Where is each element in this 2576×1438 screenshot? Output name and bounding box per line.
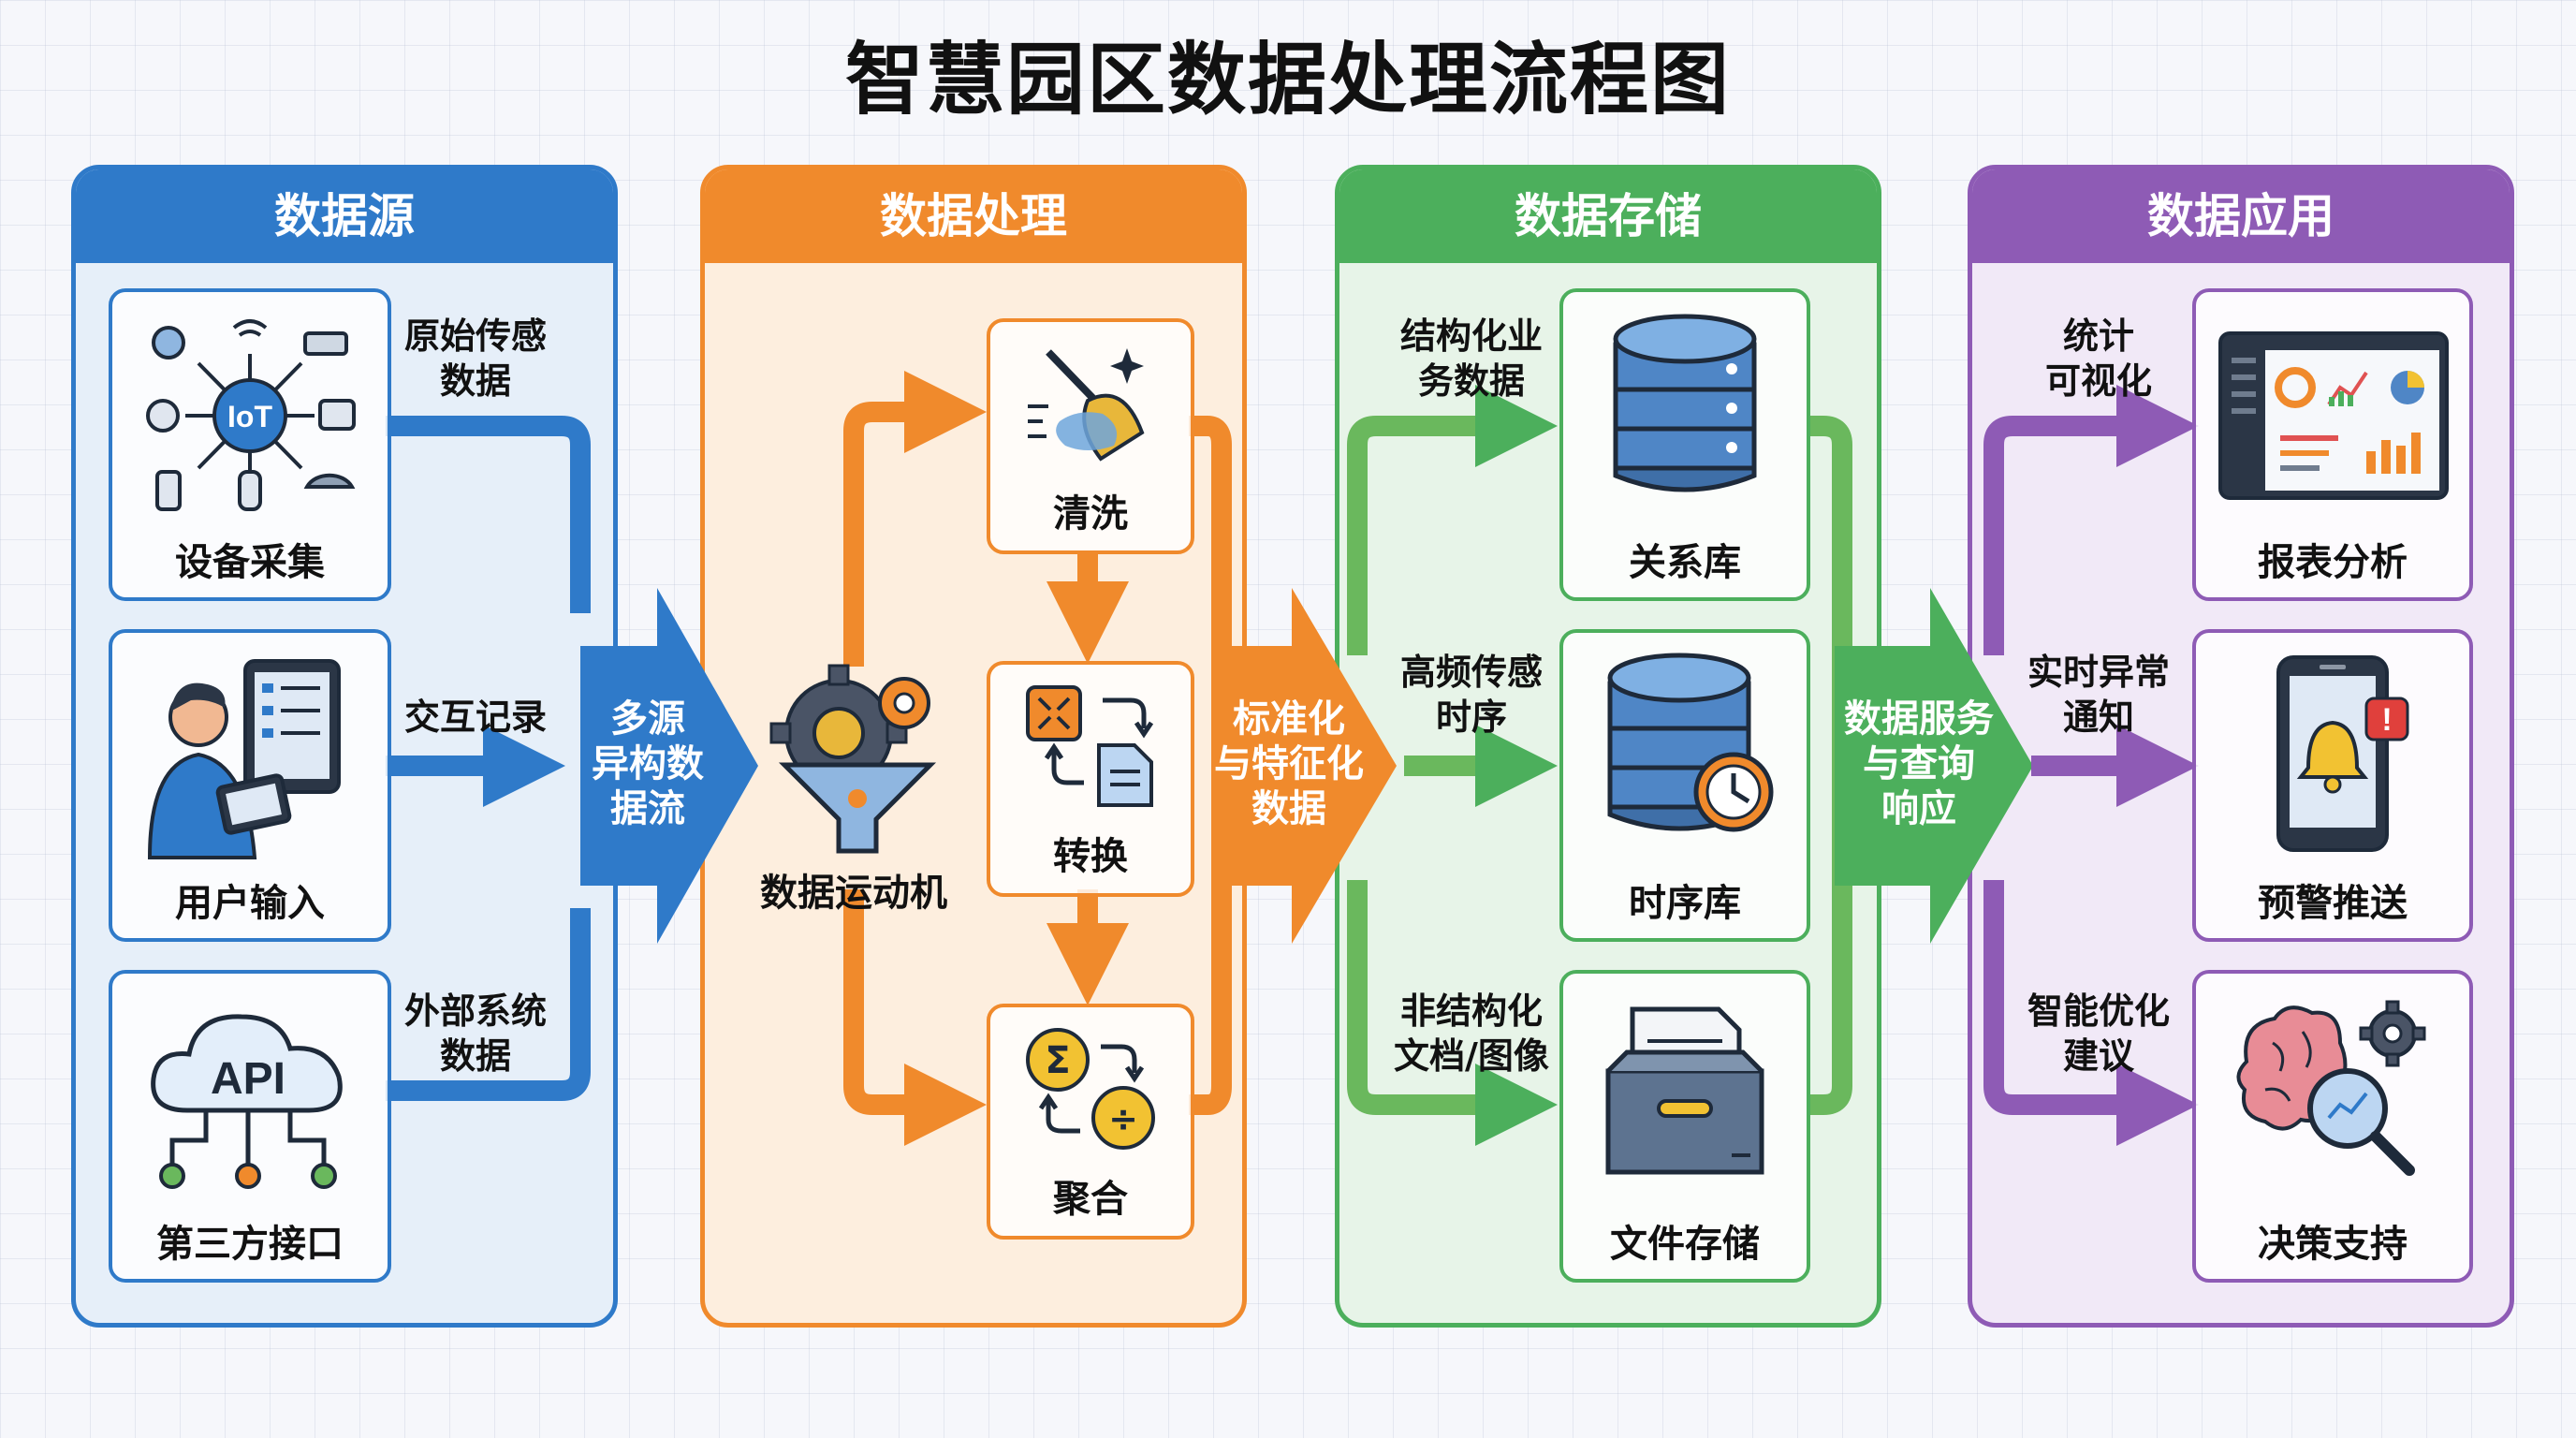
report-analysis-label: 报表分析 [2258, 541, 2408, 584]
svg-text:!: ! [2381, 702, 2392, 738]
source-to-processing-arrow [580, 588, 758, 944]
processing-to-storage-arrow [1212, 588, 1397, 944]
unstructured-docs-label: 非结构化 文档/图像 [1394, 990, 1549, 1077]
user-tablet-icon [147, 659, 341, 859]
broom-sparkle-icon [1028, 348, 1145, 462]
high-frequency-sensor-label: 高频传感 时序 [1399, 652, 1543, 738]
timeseries-db-icon [1607, 653, 1774, 832]
file-cabinet-icon [1605, 1006, 1764, 1175]
device-collection-label: 设备采集 [175, 541, 325, 584]
aggregate-icon: Σ ÷ [1026, 1028, 1155, 1150]
decision-support-card: 决策支持 [2192, 970, 2473, 1283]
device-collection-card: IoT 设备采集 [109, 288, 391, 601]
source-connectors [386, 416, 591, 1101]
aggregate-label: 聚合 [1053, 1178, 1128, 1221]
storage-to-application-arrow [1835, 588, 2033, 944]
user-input-card: 用户输入 [109, 629, 391, 942]
data-engine-icon [769, 664, 937, 854]
alert-push-card: ! 预警推送 [2192, 629, 2473, 942]
api-cloud-icon: API [151, 1014, 343, 1189]
cleaning-label: 清洗 [1053, 492, 1128, 536]
user-input-label: 用户输入 [175, 882, 325, 925]
interaction-record-label: 交互记录 [403, 697, 547, 738]
source-flow-label: 多源 异构数 据流 [592, 697, 704, 830]
realtime-anomaly-label: 实时异常 通知 [2027, 652, 2170, 738]
brain-analytics-icon [2236, 1000, 2426, 1176]
phone-alert-icon: ! [2276, 655, 2409, 852]
data-source-header: 数据源 [76, 169, 613, 263]
statistics-visualization-label: 统计 可视化 [2044, 315, 2152, 402]
report-analysis-card: 报表分析 [2192, 288, 2473, 601]
third-party-api-label: 第三方接口 [156, 1223, 344, 1266]
raw-sensor-data-label: 原始传感 数据 [403, 315, 547, 402]
page-title: 智慧园区数据处理流程图 [844, 34, 1731, 125]
data-application-header: 数据应用 [1972, 169, 2510, 263]
structured-business-data-label: 结构化业 务数据 [1399, 315, 1543, 402]
aggregate-card: Σ ÷ 聚合 [987, 1004, 1194, 1240]
decision-support-label: 决策支持 [2258, 1223, 2408, 1266]
data-engine-label: 数据运动机 [760, 872, 947, 915]
data-processing-header: 数据处理 [705, 169, 1242, 263]
dashboard-icon [2218, 331, 2449, 500]
external-system-data-label: 外部系统 数据 [403, 990, 547, 1077]
application-connectors [1983, 385, 2199, 1146]
relational-db-card: 关系库 [1559, 288, 1810, 601]
iot-text: IoT [227, 400, 272, 433]
timeseries-db-card: 时序库 [1559, 629, 1810, 942]
third-party-api-card: API 第三方接口 [109, 970, 391, 1283]
file-storage-label: 文件存储 [1610, 1223, 1760, 1266]
storage-flow-label: 数据服务 与查询 响应 [1844, 697, 1994, 830]
transform-card: 转换 [987, 661, 1194, 897]
file-storage-card: 文件存储 [1559, 970, 1810, 1283]
intelligent-optimization-label: 智能优化 建议 [2027, 990, 2170, 1077]
svg-text:Σ: Σ [1045, 1039, 1070, 1082]
alert-push-label: 预警推送 [2258, 882, 2408, 925]
database-icon [1613, 314, 1757, 492]
transform-icon [1026, 685, 1154, 807]
data-storage-header: 数据存储 [1339, 169, 1877, 263]
svg-text:÷: ÷ [1108, 1098, 1138, 1139]
iot-devices-icon: IoT [146, 319, 356, 511]
cleaning-card: 清洗 [987, 318, 1194, 554]
api-text: API [211, 1054, 285, 1104]
relational-db-label: 关系库 [1629, 541, 1741, 584]
timeseries-db-label: 时序库 [1629, 882, 1741, 925]
transform-label: 转换 [1053, 835, 1128, 878]
processing-flow-label: 标准化 与特征化 数据 [1214, 697, 1364, 830]
